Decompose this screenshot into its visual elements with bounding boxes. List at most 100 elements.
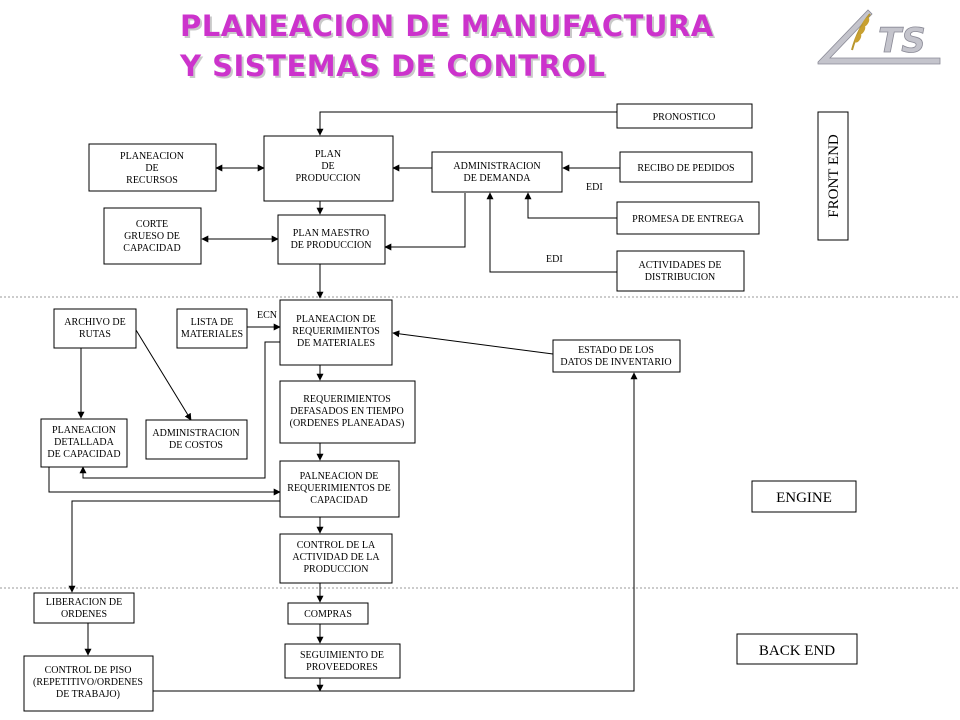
node-recibo-pedidos: RECIBO DE PEDIDOS [619, 151, 753, 183]
arrow-piso-inventario [153, 372, 638, 692]
node-label-line: PRODUCCION [303, 564, 368, 575]
arrow-rutas-costos [135, 329, 192, 421]
node-label-line: RECIBO DE PEDIDOS [637, 163, 734, 174]
node-label-line: DATOS DE INVENTARIO [560, 357, 671, 368]
arrow-demanda-maestro [384, 193, 466, 251]
node-pronostico: PRONOSTICO [616, 103, 753, 129]
node-label-line: LIBERACION DE [46, 597, 122, 608]
node-label-line: GRUESO DE [124, 231, 180, 242]
front-end-label: FRONT END [826, 134, 842, 218]
node-label-line: PLAN [315, 149, 341, 160]
arrow-promesa-demanda [524, 192, 617, 219]
node-label-line: COMPRAS [304, 609, 352, 620]
node-label-line: DE [145, 163, 158, 174]
node-label-line: REQUERIMIENTOS [303, 394, 391, 405]
node-label-line: DETALLADA [54, 437, 115, 448]
node-label-line: DE DEMANDA [464, 173, 532, 184]
node-label-line: PRODUCCION [295, 173, 360, 184]
node-label-line: CORTE [136, 219, 168, 230]
engine-label: ENGINE [776, 490, 832, 506]
node-label-line: DE [321, 161, 334, 172]
back-end-label: BACK END [759, 643, 835, 659]
node-label-line: PLAN MAESTRO [293, 228, 369, 239]
connectors [48, 111, 638, 692]
node-label-line: CAPACIDAD [123, 243, 180, 254]
node-label-line: SEGUIMIENTO DE [300, 650, 384, 661]
node-label-line: MATERIALES [181, 329, 243, 340]
node-label-line: (ORDENES PLANEADAS) [290, 418, 405, 429]
node-label-line: DE TRABAJO) [56, 689, 120, 700]
node-label-line: PLANEACION [120, 151, 184, 162]
node-label-line: DE PRODUCCION [291, 240, 372, 251]
arrow-inventario-mrp [392, 330, 554, 355]
node-promesa-entrega: PROMESA DE ENTREGA [616, 201, 760, 235]
logo-text: TS [878, 21, 926, 61]
node-label-line: CONTROL DE PISO [45, 665, 132, 676]
node-label: RECIBO DE PEDIDOS [637, 163, 734, 174]
node-label-line: REQUERIMIENTOS DE [287, 483, 390, 494]
node-label-line: PROMESA DE ENTREGA [632, 214, 744, 225]
node-label-line: ORDENES [61, 609, 107, 620]
page-title: PLANEACION DE MANUFACTURA Y SISTEMAS DE … [180, 6, 714, 86]
edge-label-edi-distribucion: EDI [546, 254, 563, 265]
node-label-line: CONTROL DE LA [297, 540, 376, 551]
wheat-logo-icon: TS [817, 9, 941, 65]
arrow-mrp-detallada [79, 341, 280, 479]
node-label-line: ACTIVIDAD DE LA [292, 552, 380, 563]
node-label-line: ESTADO DE LOS [578, 345, 654, 356]
node-label: COMPRAS [304, 609, 352, 620]
node-label-line: ARCHIVO DE [64, 317, 125, 328]
node-label-line: DE CAPACIDAD [47, 449, 120, 460]
node-label-line: ADMINISTRACION [453, 161, 540, 172]
title-line-1: PLANEACION DE MANUFACTURA [180, 9, 714, 43]
section-front-end: FRONT END [817, 111, 849, 241]
node-label-line: ACTIVIDADES DE [638, 260, 721, 271]
node-label-line: RUTAS [79, 329, 111, 340]
node-label-line: CAPACIDAD [310, 495, 367, 506]
node-label-line: PLANEACION [52, 425, 116, 436]
arrow-pronostico-plan [316, 111, 617, 136]
node-compras: COMPRAS [287, 602, 369, 625]
title-line-2: Y SISTEMAS DE CONTROL [180, 49, 606, 83]
node-label-line: ADMINISTRACION [152, 428, 239, 439]
node-label-line: DE COSTOS [169, 440, 223, 451]
node-label: PRONOSTICO [653, 112, 716, 123]
node-label-line: REQUERIMIENTOS [292, 326, 380, 337]
section-engine: ENGINE [751, 480, 857, 513]
edge-label-edi-demanda: EDI [586, 182, 603, 193]
